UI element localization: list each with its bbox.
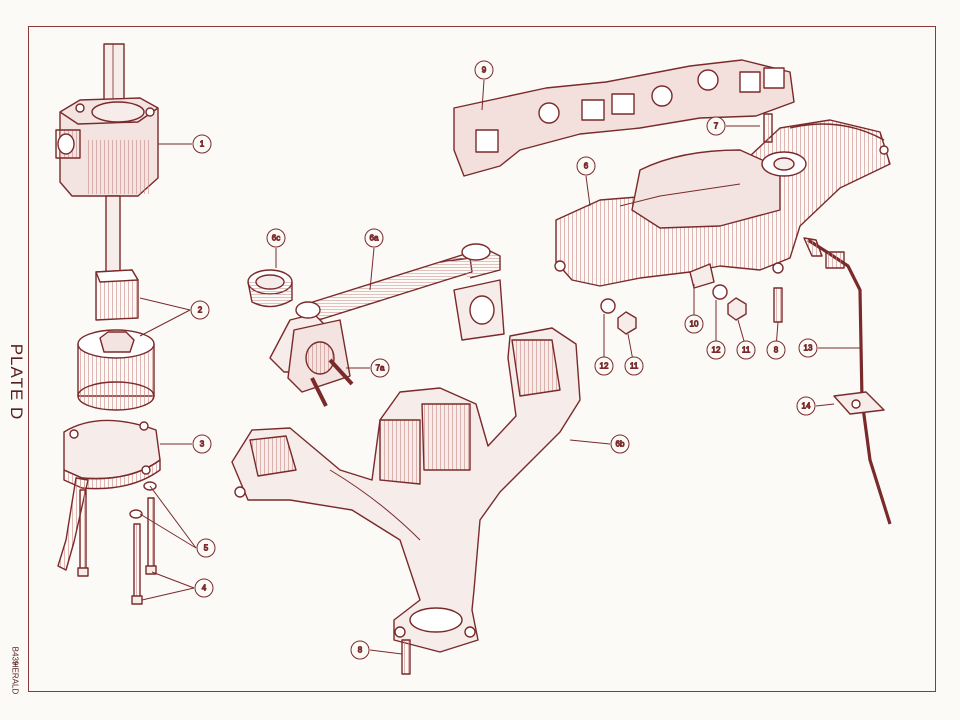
exhaust-manifold-6b bbox=[231, 327, 581, 653]
pump-shaft bbox=[105, 195, 121, 273]
callout-3: 3 bbox=[192, 434, 212, 454]
callout-5: 5 bbox=[196, 538, 216, 558]
callout-11-a: 11 bbox=[624, 356, 644, 376]
nut-11-b bbox=[727, 297, 747, 321]
stud-8-upper bbox=[773, 287, 783, 323]
svg-text:9: 9 bbox=[482, 66, 487, 75]
callout-10: 10 bbox=[684, 314, 704, 334]
callout-6a: 6a bbox=[364, 228, 384, 248]
svg-text:2: 2 bbox=[198, 306, 203, 315]
svg-text:14: 14 bbox=[802, 402, 811, 411]
callout-2: 2 bbox=[190, 300, 210, 320]
callout-7: 7 bbox=[706, 116, 726, 136]
spring-washer-b bbox=[129, 509, 143, 519]
callout-6b: 6b bbox=[610, 434, 630, 454]
svg-text:3: 3 bbox=[200, 440, 205, 449]
callout-7a: 7a bbox=[370, 358, 390, 378]
outer-rotor bbox=[77, 329, 155, 411]
svg-text:11: 11 bbox=[742, 346, 751, 355]
svg-text:1: 1 bbox=[200, 140, 205, 149]
svg-text:8: 8 bbox=[358, 646, 363, 655]
callout-1: 1 bbox=[192, 134, 212, 154]
callout-6: 6 bbox=[576, 156, 596, 176]
flange-studs bbox=[287, 319, 354, 407]
svg-text:13: 13 bbox=[804, 344, 813, 353]
gasket-10 bbox=[689, 263, 715, 289]
svg-text:6a: 6a bbox=[370, 234, 379, 243]
svg-text:6c: 6c bbox=[272, 234, 280, 243]
svg-text:5: 5 bbox=[204, 544, 209, 553]
oil-pump-body bbox=[55, 43, 159, 197]
callout-13: 13 bbox=[798, 338, 818, 358]
washer-12-a bbox=[600, 298, 616, 314]
callout-12-a: 12 bbox=[594, 356, 614, 376]
svg-text:12: 12 bbox=[600, 362, 609, 371]
callout-8-upper: 8 bbox=[766, 340, 786, 360]
svg-text:8: 8 bbox=[774, 346, 779, 355]
plate-frame bbox=[28, 26, 936, 692]
callout-14: 14 bbox=[796, 396, 816, 416]
callout-12-b: 12 bbox=[706, 340, 726, 360]
svg-text:6b: 6b bbox=[616, 440, 625, 449]
callout-4: 4 bbox=[194, 578, 214, 598]
callout-8-lower: 8 bbox=[350, 640, 370, 660]
pump-bolts bbox=[77, 489, 157, 605]
inner-rotor bbox=[95, 269, 139, 321]
svg-text:11: 11 bbox=[630, 362, 639, 371]
svg-text:7a: 7a bbox=[376, 364, 385, 373]
sleeve-6c bbox=[247, 269, 293, 308]
svg-text:12: 12 bbox=[712, 346, 721, 355]
svg-text:10: 10 bbox=[690, 320, 699, 329]
manifold-gasket bbox=[453, 59, 795, 177]
stud-7 bbox=[763, 113, 773, 143]
pipe-clip-14 bbox=[833, 391, 885, 415]
svg-text:7: 7 bbox=[714, 122, 719, 131]
svg-text:6: 6 bbox=[584, 162, 589, 171]
feed-pipe-13 bbox=[803, 237, 892, 525]
callout-6c: 6c bbox=[266, 228, 286, 248]
stud-8-lower bbox=[401, 639, 411, 675]
callout-11-b: 11 bbox=[736, 340, 756, 360]
nut-11-a bbox=[617, 311, 637, 335]
svg-text:4: 4 bbox=[202, 584, 207, 593]
washer-12-b bbox=[712, 284, 728, 300]
exhaust-manifold-complete bbox=[554, 119, 891, 287]
callout-9: 9 bbox=[474, 60, 494, 80]
